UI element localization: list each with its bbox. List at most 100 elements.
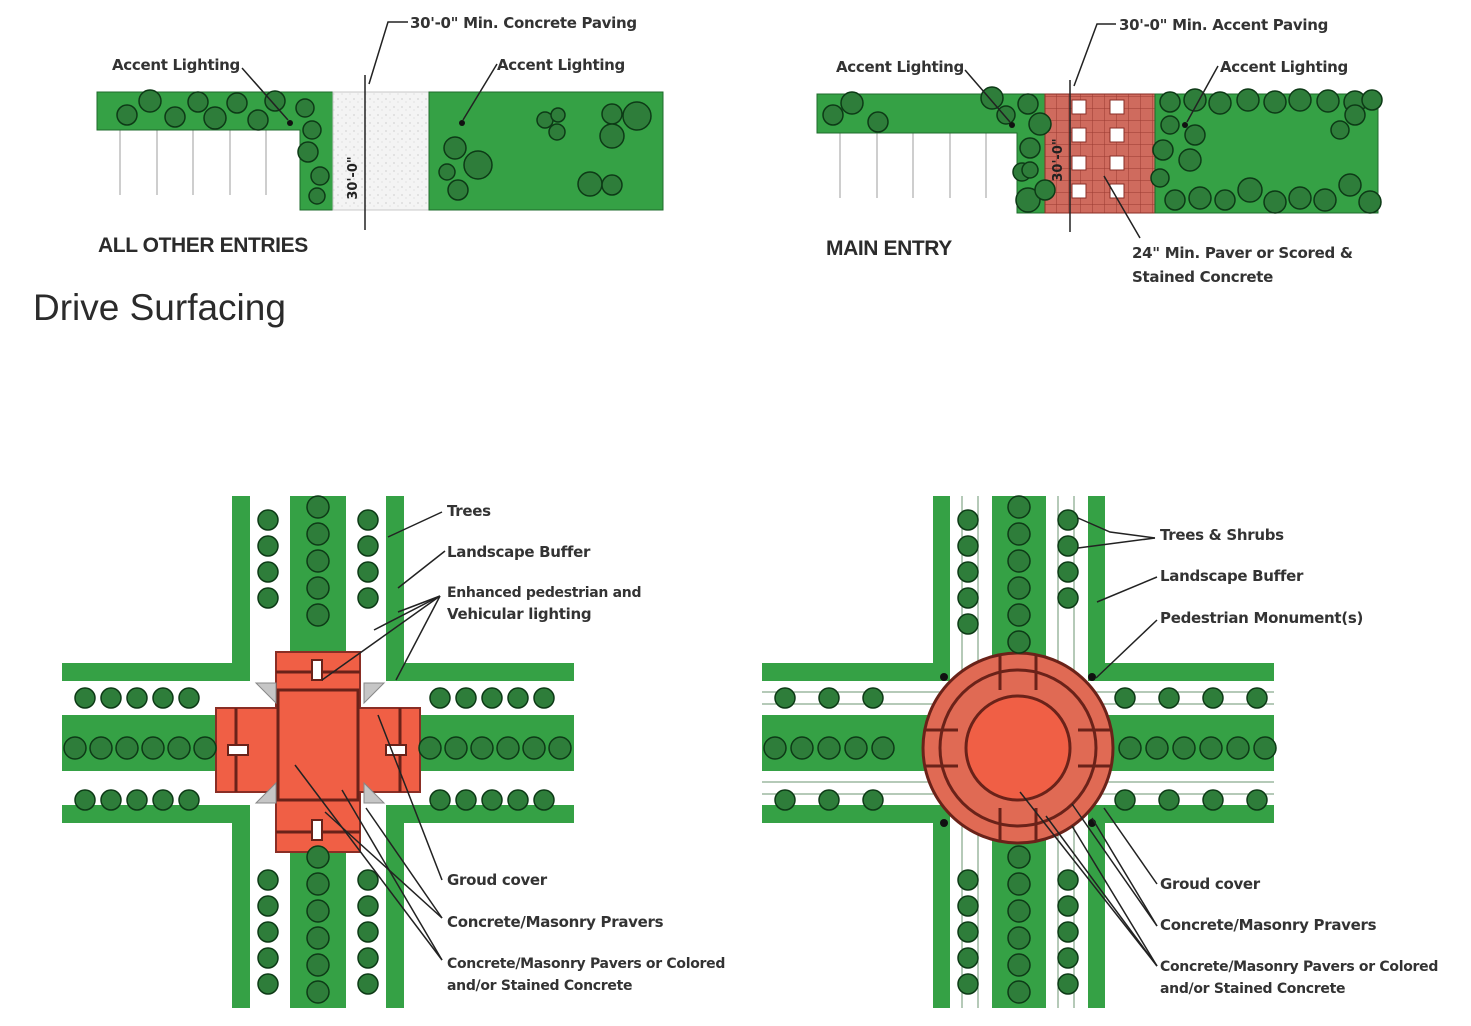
tree-icon [1226,736,1250,760]
ground-cover-label: Groud cover [1160,875,1261,893]
tree-icon [306,549,330,573]
tree-icon [164,106,186,128]
landscape-buffer-label: Landscape Buffer [1160,567,1304,585]
lighting-label: Vehicular lighting [447,605,591,623]
tree-icon [1184,124,1206,146]
paver-squares [1071,99,1125,199]
tree-icon [444,736,468,760]
tree-icon [862,789,884,811]
tree-icon [257,921,279,943]
tree-icon [193,736,217,760]
tree-icon [306,576,330,600]
accent-lighting-label: Accent Lighting [497,56,625,74]
tree-icon [601,174,623,196]
tree-icon [957,947,979,969]
tree-icon [1007,980,1031,1004]
tree-icon [1007,549,1031,573]
tree-icon [257,535,279,557]
tree-icon [306,926,330,950]
lighting-label: Enhanced pedestrian and [447,585,641,601]
tree-icon [1338,173,1362,197]
tree-icon [1237,177,1263,203]
tree-icon [548,123,566,141]
tree-icon [790,736,814,760]
tree-icon [577,171,603,197]
tree-icon [1057,973,1079,995]
tree-icon [257,895,279,917]
tree-icon [601,103,623,125]
tree-icon [818,687,840,709]
tree-icon [817,736,841,760]
colored-concrete-label: and/or Stained Concrete [447,978,632,994]
tree-icon [496,736,520,760]
tree-icon [455,687,477,709]
tree-icon [1208,91,1232,115]
tree-icon [306,899,330,923]
main-entry-caption: MAIN ENTRY [826,237,952,260]
page-title: Drive Surfacing [33,287,286,328]
trees [763,495,1277,1004]
accent-light-icon [459,120,465,126]
tree-icon [357,947,379,969]
tree-icon [1214,189,1236,211]
pedestrian-monument-icon [940,673,948,681]
tree-icon [138,89,162,113]
tree-icon [1057,509,1079,531]
tree-icon [1007,872,1031,896]
tree-icon [957,587,979,609]
tree-icon [247,109,269,131]
tree-icon [418,736,442,760]
parking-stripes [119,130,267,195]
tree-icon [1007,522,1031,546]
tree-icon [152,687,174,709]
tree-icon [1172,736,1196,760]
tree-icon [548,736,572,760]
tree-icon [1007,576,1031,600]
tree-icon [302,120,322,140]
tree-icon [862,687,884,709]
tree-icon [126,789,148,811]
tree-icon [996,105,1016,125]
tree-icon [599,123,625,149]
all-other-entries-caption: ALL OTHER ENTRIES [98,234,308,257]
accent-lighting-label: Accent Lighting [112,56,240,74]
tree-icon [1202,687,1224,709]
tree-icon [306,603,330,627]
pedestrian-monument-icon [940,819,948,827]
tree-icon [1158,789,1180,811]
main-entry-plan: 30'-0" 30'-0" Min. Accent Paving Accent … [816,16,1383,286]
tree-icon [1028,112,1052,136]
tree-icon [1114,687,1136,709]
tree-icon [1057,561,1079,583]
tree-icon [1288,186,1312,210]
tree-icon [63,736,87,760]
trees-label: Trees [447,502,491,520]
tree-icon [957,973,979,995]
accent-light-icon [287,120,293,126]
tree-icon [533,687,555,709]
tree-icon [257,561,279,583]
tree-icon [522,736,546,760]
roundabout-intersection-plan: Trees & Shrubs Landscape Buffer Pedestri… [762,495,1438,1008]
tree-icon [89,736,113,760]
colored-concrete-label: Concrete/Masonry Pavers or Colored [447,956,725,972]
tree-icon [1160,115,1180,135]
accent-light-icon [1009,122,1015,128]
tree-icon [1152,139,1174,161]
tree-icon [257,973,279,995]
colored-concrete-label: and/or Stained Concrete [1160,981,1345,997]
tree-icon [1164,189,1186,211]
accent-paving [1044,93,1156,214]
tree-icon [957,613,979,635]
tree-icon [178,789,200,811]
colored-concrete-label: Concrete/Masonry Pavers or Colored [1160,959,1438,975]
tree-icon [1057,535,1079,557]
tree-icon [867,111,889,133]
tree-icon [357,973,379,995]
tree-icon [1007,953,1031,977]
tree-icon [1263,90,1287,114]
tree-icon [1145,736,1169,760]
tree-icon [306,872,330,896]
tree-icon [774,789,796,811]
paver-label: 24" Min. Paver or Scored & [1132,244,1353,262]
